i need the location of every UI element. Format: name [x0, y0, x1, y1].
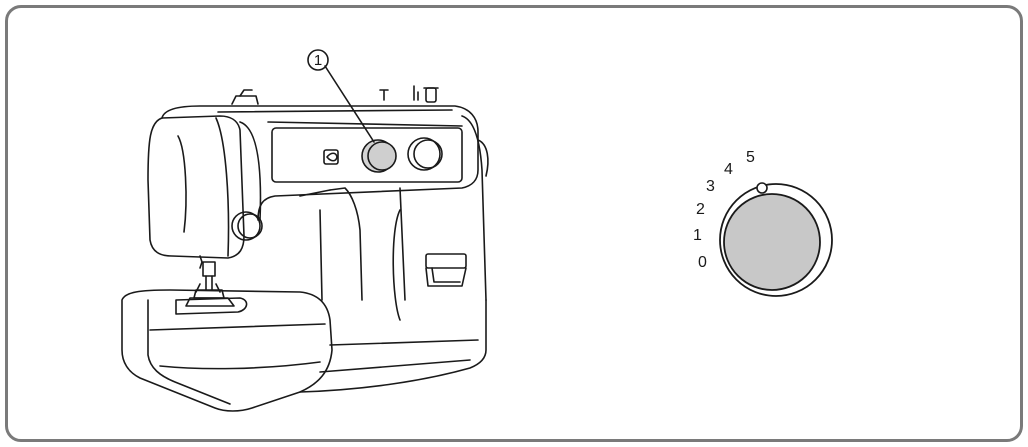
- machine-head: [147, 115, 263, 259]
- reverse-lever[interactable]: [425, 253, 467, 287]
- dial-scale-label-4: 4: [724, 161, 733, 178]
- dial-detail: [719, 182, 833, 297]
- machine-base: [121, 289, 487, 412]
- dial-scale-label-0: 0: [698, 254, 707, 271]
- control-panel: [323, 137, 443, 173]
- pattern-selector-dial[interactable]: [407, 137, 441, 171]
- dial-scale-label-5: 5: [746, 149, 755, 166]
- machine-arm: [161, 85, 489, 221]
- figure-frame: [5, 5, 1023, 442]
- dial-scale-label-3: 3: [706, 178, 715, 195]
- dial-scale-label-1: 1: [693, 227, 702, 244]
- callout-circle: [307, 49, 329, 71]
- presser-foot-assembly: [185, 255, 235, 307]
- sewing-machine-illustration: [121, 65, 489, 412]
- dial-indicator-dot: [756, 182, 768, 194]
- stitch-selector-icon: [323, 149, 339, 165]
- callout-number: 1: [314, 52, 322, 69]
- dial-knob[interactable]: [723, 193, 821, 291]
- callout-leader: [324, 65, 375, 143]
- dial-outer-ring: [719, 183, 833, 297]
- dial-scale-label-2: 2: [696, 201, 705, 218]
